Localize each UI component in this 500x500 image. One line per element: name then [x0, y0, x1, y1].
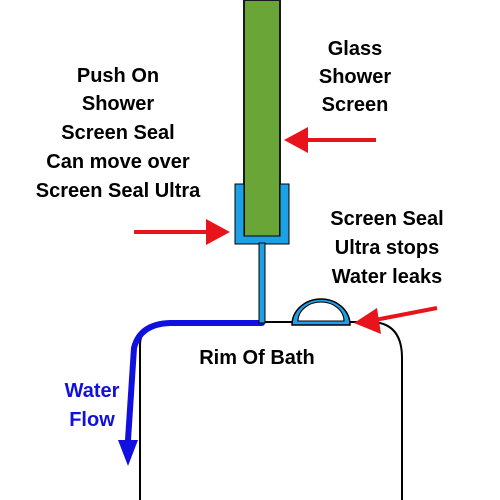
- label-glass-line-2: Shower: [319, 66, 391, 88]
- label-push-on-line-5: Screen Seal Ultra: [36, 180, 201, 202]
- seal-fin: [258, 242, 266, 324]
- arrow-glass-head: [284, 127, 308, 153]
- label-water-line-2: Flow: [69, 409, 115, 431]
- arrow-ultra-shaft: [374, 306, 438, 322]
- water-flow-arrowhead: [118, 440, 138, 466]
- push-on-seal-channel: [234, 183, 290, 245]
- water-flow-line: [125, 320, 265, 443]
- label-ultra-line-1: Screen Seal: [330, 208, 443, 230]
- label-push-on-line-1: Push On: [77, 65, 159, 87]
- label-glass-line-3: Screen: [322, 94, 389, 116]
- arrow-ultra-head: [354, 308, 381, 334]
- label-push-on-line-2: Shower: [82, 93, 154, 115]
- label-push-on-line-4: Can move over: [46, 151, 190, 173]
- label-water-line-1: Water: [65, 380, 120, 402]
- glass-shower-screen: [243, 0, 281, 243]
- label-glass-line-1: Glass: [328, 38, 382, 60]
- arrow-push-on-head: [206, 219, 230, 245]
- label-push-on-line-3: Screen Seal: [61, 122, 174, 144]
- label-ultra-line-3: Water leaks: [332, 266, 442, 288]
- screen-seal-ultra-bump-inner: [297, 301, 345, 322]
- label-rim-of-bath: Rim Of Bath: [199, 347, 315, 369]
- label-ultra-line-2: Ultra stops: [335, 237, 439, 259]
